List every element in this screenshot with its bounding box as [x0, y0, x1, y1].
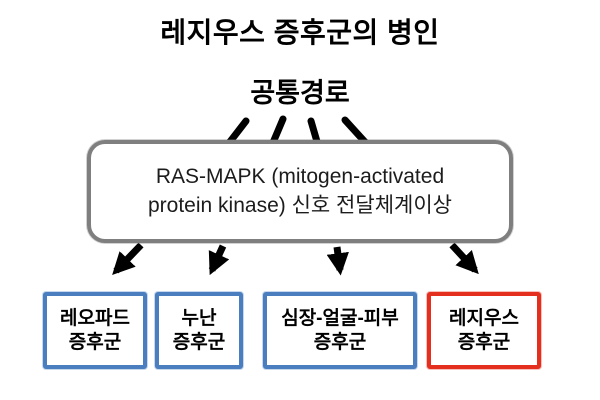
central-box-line1: RAS-MAPK (mitogen-activated [155, 164, 445, 188]
common-pathway-label: 공통경로 [250, 78, 350, 108]
syndrome-box-line1: 레지우스 [449, 308, 519, 330]
syndrome-box-leopard: 레오파드 증후군 [43, 292, 147, 369]
syndrome-box-noonan: 누난 증후군 [155, 292, 243, 369]
central-box-line2: protein kinase) 신호 전달체계이상 [148, 193, 452, 217]
central-pathway-box: RAS-MAPK (mitogen-activated protein kina… [87, 140, 513, 243]
syndrome-box-line1: 누난 [181, 308, 217, 330]
syndrome-box-line2: 증후군 [457, 331, 511, 353]
down-arrows-icon [112, 242, 479, 276]
syndrome-box-legius: 레지우스 증후군 [427, 292, 541, 369]
syndrome-box-line1: 레오파드 [60, 308, 130, 330]
syndrome-box-line2: 증후군 [313, 331, 367, 353]
syndrome-box-line1: 심장-얼굴-피부 [281, 308, 399, 330]
syndrome-box-line2: 증후군 [172, 331, 226, 353]
diagram-title: 레지우스 증후군의 병인 [160, 17, 440, 48]
syndrome-box-line2: 증후군 [68, 331, 122, 353]
syndrome-box-cardiofaciocutaneous: 심장-얼굴-피부 증후군 [263, 292, 417, 369]
